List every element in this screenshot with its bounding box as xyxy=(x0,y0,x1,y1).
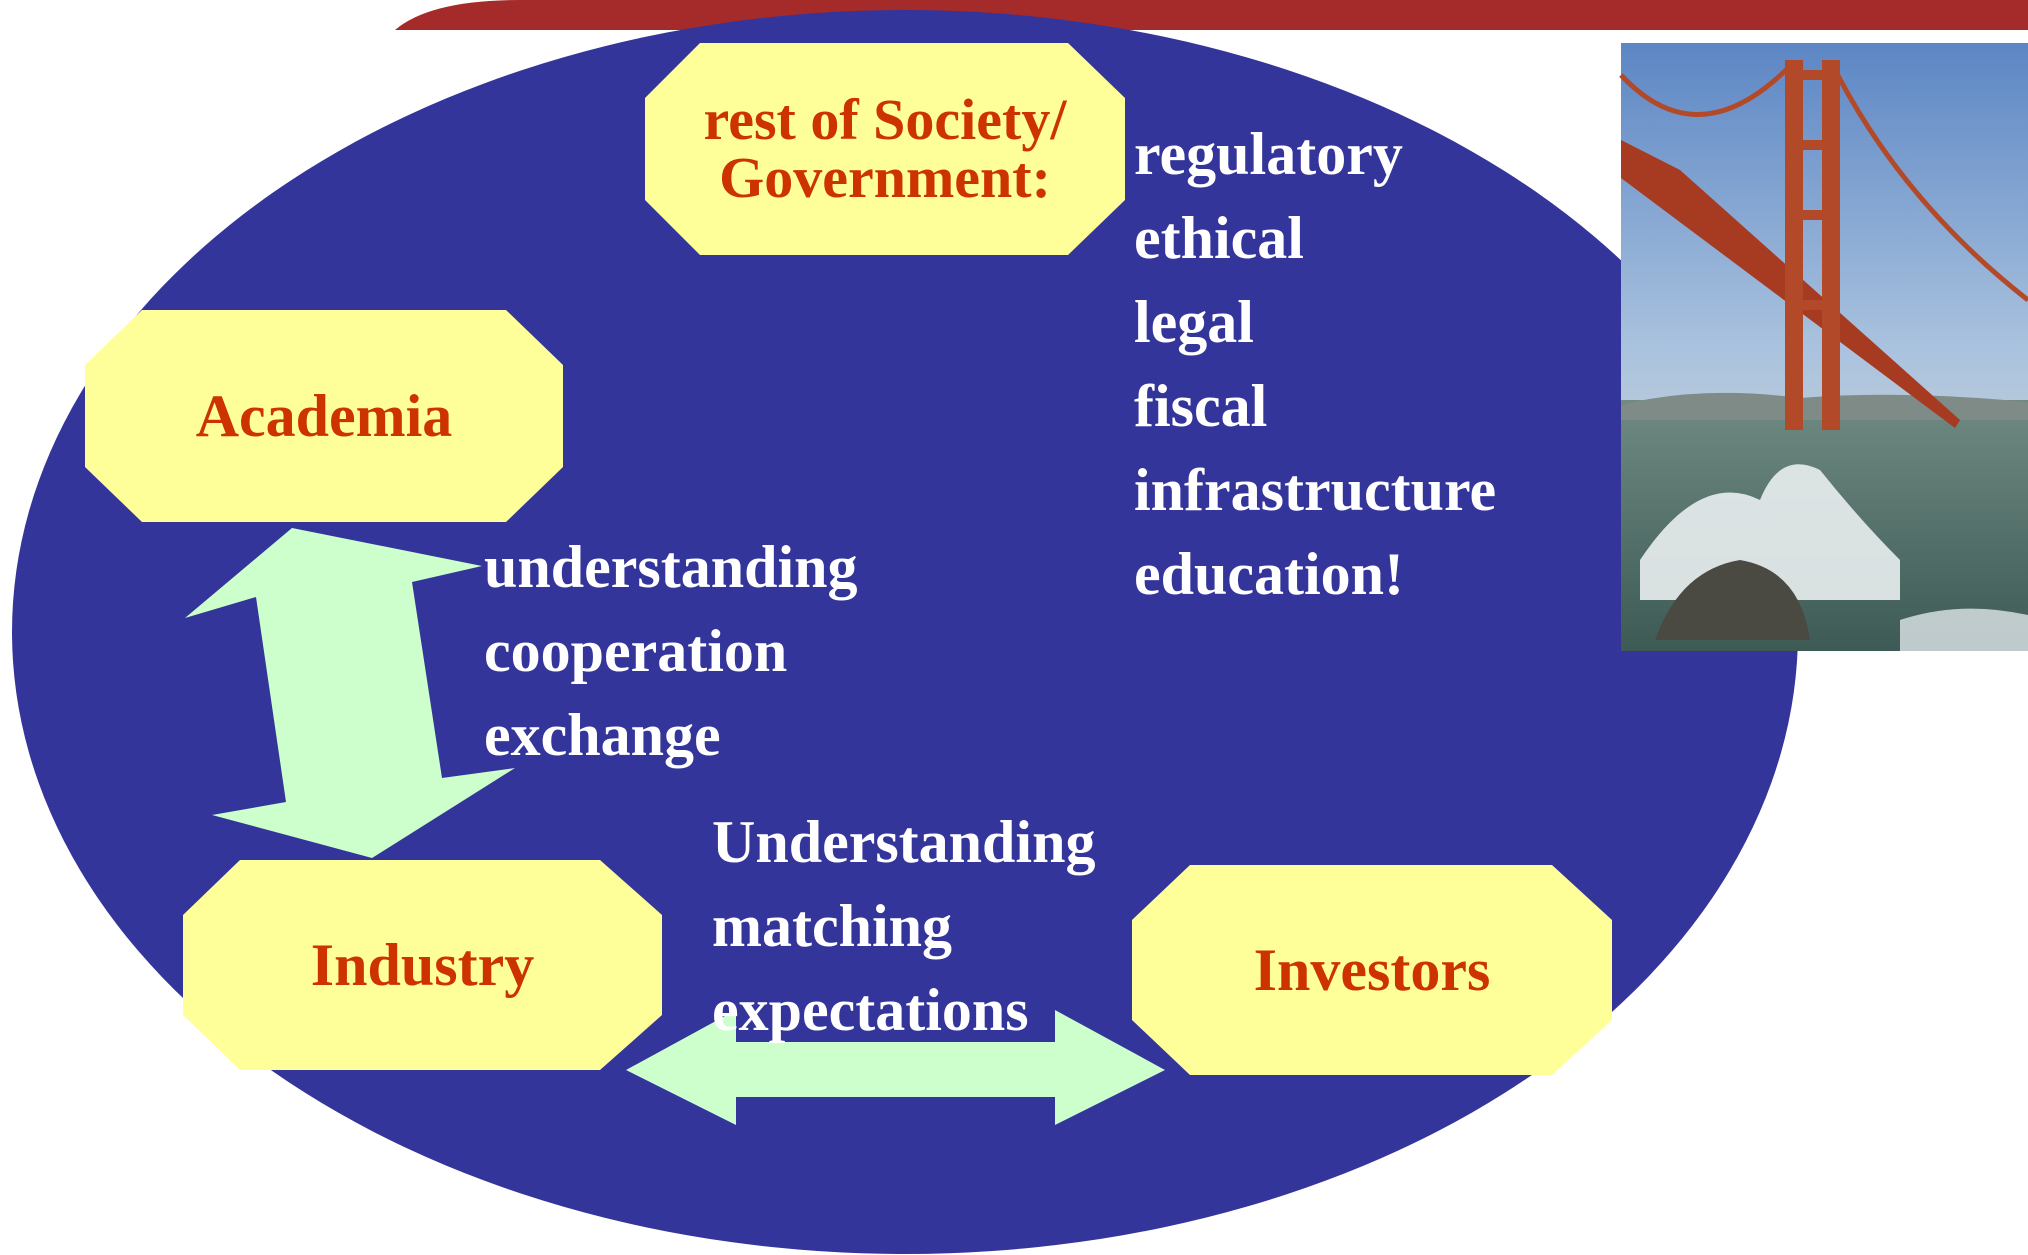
government-roles-list: regulatory ethical legal fiscal infrastr… xyxy=(1134,112,1496,616)
link-item: Understanding xyxy=(712,809,1096,875)
investors-box xyxy=(1132,865,1612,1075)
link-item: understanding xyxy=(484,534,858,600)
link-item: matching xyxy=(712,893,952,959)
industry-label: Industry xyxy=(310,932,535,998)
role-item: education! xyxy=(1134,541,1404,607)
investors-label: Investors xyxy=(1253,937,1491,1003)
role-item: fiscal xyxy=(1134,373,1268,439)
golden-gate-bridge-photo xyxy=(1619,43,2028,651)
link-item: cooperation xyxy=(484,618,788,684)
academia-industry-arrow xyxy=(185,528,515,858)
role-item: regulatory xyxy=(1134,121,1403,187)
academia-industry-links: understanding cooperation exchange xyxy=(484,525,857,777)
academia-box xyxy=(85,310,563,522)
academia-label: Academia xyxy=(195,383,453,449)
industry-box xyxy=(183,860,662,1070)
industry-investors-arrow xyxy=(626,1010,1165,1125)
link-item: exchange xyxy=(484,702,721,768)
industry-investors-links: Understanding matching expectations xyxy=(712,800,1095,1052)
government-box xyxy=(645,43,1125,255)
top-banner xyxy=(395,0,2028,30)
role-item: infrastructure xyxy=(1134,457,1497,523)
role-item: ethical xyxy=(1134,205,1304,271)
government-label: rest of Society/ Government: xyxy=(703,87,1067,210)
role-item: legal xyxy=(1134,289,1254,355)
link-item: expectations xyxy=(712,977,1029,1043)
